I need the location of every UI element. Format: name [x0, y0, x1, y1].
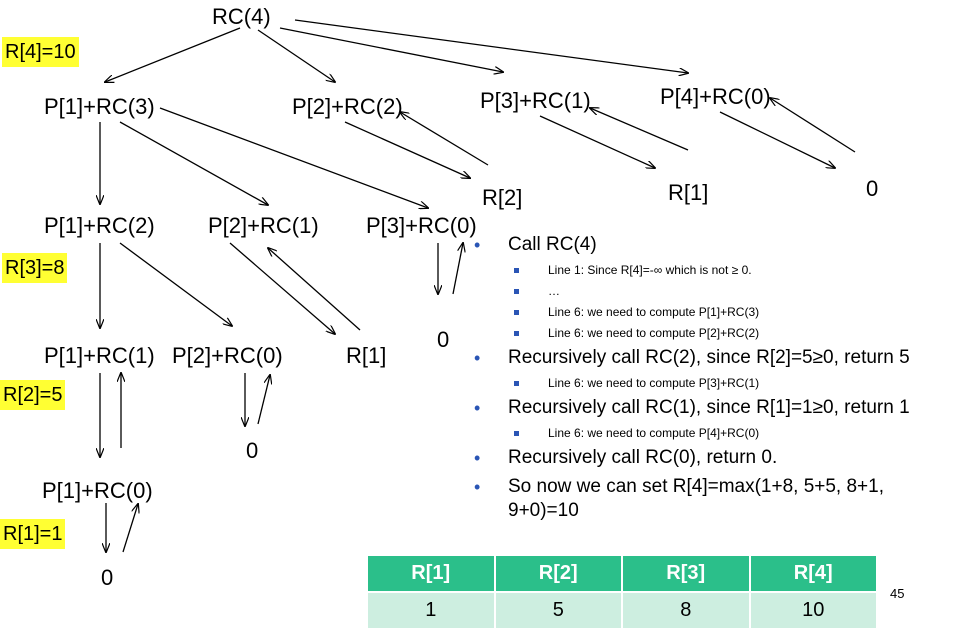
edge-rc4-p1 — [105, 27, 241, 82]
node-r1-level1: R[1] — [668, 180, 709, 205]
node-rc4: RC(4) — [212, 4, 271, 29]
edge-zero-p4rc0 — [770, 98, 856, 153]
edge-p2rc1-r1 — [229, 242, 335, 334]
node-p1-rc2: P[1]+RC(2) — [44, 213, 155, 238]
bullet-set-r4: So now we can set R[4]=max(1+8, 5+5, 8+1… — [470, 475, 960, 523]
table-row: 1 5 8 10 — [366, 591, 878, 630]
node-zero-level2: 0 — [437, 327, 450, 352]
edge-zero-p3rc0 — [452, 243, 463, 295]
page-number: 45 — [890, 586, 905, 601]
edge-rc4-p3 — [279, 27, 503, 72]
sub-bullet-line6-p2: Line 6: we need to compute P[2]+RC(2) — [470, 325, 960, 341]
bullet-call-rc1: Recursively call RC(1), since R[1]=1≥0, … — [470, 396, 960, 420]
table-header: R[2] — [493, 554, 623, 593]
node-p4-rc0: P[4]+RC(0) — [660, 84, 771, 109]
edge-p1rc2-p2rc0 — [119, 242, 232, 326]
node-p1-rc0: P[1]+RC(0) — [42, 478, 153, 503]
edge-rc4-p2 — [257, 29, 335, 82]
table-cell: 8 — [621, 591, 751, 630]
edge-p1rc3-p2rc1 — [119, 121, 268, 205]
table-cell: 5 — [493, 591, 623, 630]
table-header-row: R[1] R[2] R[3] R[4] — [366, 554, 878, 593]
edge-r1-p2rc1 — [268, 248, 361, 331]
table-header: R[3] — [621, 554, 751, 593]
edge-p3rc1-r1 — [539, 115, 655, 168]
node-zero-level1: 0 — [866, 176, 879, 201]
edge-p1rc3-p3rc0 — [159, 107, 428, 208]
bullet-call-rc0: Recursively call RC(0), return 0. — [470, 446, 960, 470]
bullet-call-rc4: Call RC(4) — [470, 233, 960, 257]
edge-rc4-p4 — [294, 19, 688, 73]
highlight-r3: R[3]=8 — [2, 253, 68, 283]
edge-zero-p1rc0 — [122, 504, 138, 553]
sub-bullet-line1: Line 1: Since R[4]=-∞ which is not ≥ 0. — [470, 262, 960, 278]
explanation-list: Call RC(4) Line 1: Since R[4]=-∞ which i… — [470, 233, 960, 528]
edge-p2rc2-r2 — [344, 121, 470, 178]
sub-bullet-line6-p1: Line 6: we need to compute P[1]+RC(3) — [470, 304, 960, 320]
node-p1-rc1: P[1]+RC(1) — [44, 343, 155, 368]
edge-zero-p2rc0 — [257, 375, 270, 425]
table-header: R[1] — [366, 554, 496, 593]
node-r1-level2: R[1] — [346, 343, 387, 368]
sub-bullet-line6-p4: Line 6: we need to compute P[4]+RC(0) — [470, 425, 960, 441]
edge-r1-p3rc1 — [590, 108, 689, 151]
edge-r2-p2rc2 — [400, 112, 489, 166]
highlight-r4: R[4]=10 — [2, 37, 79, 67]
edge-p4rc0-zero — [719, 111, 835, 168]
node-p1-rc3: P[1]+RC(3) — [44, 94, 155, 119]
table-header: R[4] — [748, 554, 878, 593]
node-p2-rc0: P[2]+RC(0) — [172, 343, 283, 368]
result-table: R[1] R[2] R[3] R[4] 1 5 8 10 — [366, 554, 878, 630]
table-cell: 1 — [366, 591, 496, 630]
highlight-r1: R[1]=1 — [0, 519, 66, 549]
node-p3-rc0: P[3]+RC(0) — [366, 213, 477, 238]
node-p3-rc1: P[3]+RC(1) — [480, 88, 591, 113]
node-zero-level3: 0 — [246, 438, 259, 463]
sub-bullet-ellipsis: … — [470, 283, 960, 299]
node-p2-rc1: P[2]+RC(1) — [208, 213, 319, 238]
node-p2-rc2: P[2]+RC(2) — [292, 94, 403, 119]
node-zero-level4: 0 — [101, 565, 114, 590]
node-r2: R[2] — [482, 185, 523, 210]
sub-bullet-line6-p3: Line 6: we need to compute P[3]+RC(1) — [470, 375, 960, 391]
highlight-r2: R[2]=5 — [0, 380, 66, 410]
bullet-call-rc2: Recursively call RC(2), since R[2]=5≥0, … — [470, 346, 960, 370]
table-cell: 10 — [748, 591, 878, 630]
